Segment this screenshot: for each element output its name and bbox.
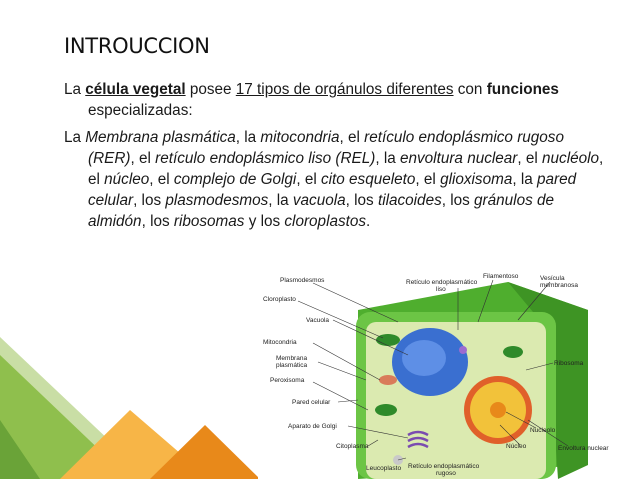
term-celula-vegetal: célula vegetal xyxy=(85,81,186,98)
label-peroxisoma: Peroxisoma xyxy=(270,377,305,384)
term-rer: retículo endoplásmico rugoso (RER) xyxy=(88,129,564,167)
mitochondrion xyxy=(379,375,397,385)
text-span: , la xyxy=(235,129,261,146)
label-plasmodesmos: Plasmodesmos xyxy=(280,277,325,284)
cell-wall-side xyxy=(508,282,588,479)
label-rel-2: liso xyxy=(436,286,446,293)
text-span: , el xyxy=(130,150,156,167)
term-vacuola: vacuola xyxy=(292,192,346,209)
term-17-tipos: 17 tipos de orgánulos diferentes xyxy=(235,81,454,98)
text-span: , los xyxy=(141,213,174,230)
text-span: con xyxy=(453,81,487,98)
label-vacuola: Vacuola xyxy=(306,317,329,324)
term-cito-esqueleto: cito esqueleto xyxy=(321,171,416,188)
term-rel: retículo endoplásmico liso (REL) xyxy=(155,150,376,167)
term-ribosomas: ribosomas xyxy=(173,213,245,230)
vacuole-highlight xyxy=(402,340,446,376)
text-span: posee xyxy=(185,81,236,98)
term-funciones: funciones xyxy=(486,81,559,98)
chloroplast-3 xyxy=(503,346,523,358)
deco-triangle-dark-green xyxy=(0,420,40,479)
text-span: , la xyxy=(512,171,537,188)
term-nucleo: núcleo xyxy=(104,171,150,188)
vesicle xyxy=(459,346,467,354)
leader-lines xyxy=(297,279,569,461)
text-span: , la xyxy=(268,192,293,209)
text-span: , el xyxy=(517,150,543,167)
text-span: , los xyxy=(441,192,475,209)
label-citoplasma: Citoplasma xyxy=(336,443,369,450)
text-span: , el xyxy=(339,129,365,146)
label-envoltura: Envoltura nuclear xyxy=(558,445,609,452)
label-membrana: Membrana xyxy=(276,355,307,362)
term-glioxisoma: glioxisoma xyxy=(440,171,513,188)
chloroplast-2 xyxy=(375,404,397,416)
term-envoltura: envoltura nuclear xyxy=(400,150,518,167)
term-golgi: complejo de Golgi xyxy=(173,171,297,188)
nucleolus xyxy=(490,402,506,418)
intro-paragraph: La célula vegetal posee 17 tipos de orgá… xyxy=(64,79,608,121)
text-span: , el xyxy=(296,171,321,188)
text-span: especializadas: xyxy=(88,102,193,119)
label-vesicula: Vesícula xyxy=(540,275,565,282)
chloroplast-1 xyxy=(376,334,400,346)
term-mitocondria: mitocondria xyxy=(260,129,340,146)
plant-cell-diagram: Filamentoso Retículo endoplasmático liso… xyxy=(258,270,630,479)
term-plasmodesmos: plasmodesmos xyxy=(165,192,269,209)
text-span: , el xyxy=(149,171,174,188)
label-filamentoso: Filamentoso xyxy=(483,273,519,280)
term-granulos: gránulos de almidón xyxy=(88,192,554,230)
text-span: , los xyxy=(133,192,166,209)
label-rer: Retículo endoplasmático xyxy=(408,463,480,470)
text-span: La xyxy=(64,129,86,146)
text-span: y los xyxy=(244,213,285,230)
label-cloroplasto: Cloroplasto xyxy=(263,296,296,303)
organelles-paragraph: La Membrana plasmática, la mitocondria, … xyxy=(64,127,608,232)
term-tilacoides: tilacoides xyxy=(377,192,442,209)
term-membrana: Membrana plasmática xyxy=(85,129,236,146)
label-membrana-2: plasmática xyxy=(276,362,307,369)
label-pared: Pared celular xyxy=(292,399,331,406)
label-leucoplasto: Leucoplasto xyxy=(366,465,401,472)
term-pared: pared celular xyxy=(88,171,577,209)
label-rer-2: rugoso xyxy=(436,470,456,477)
label-golgi: Aparato de Golgi xyxy=(288,423,337,430)
page-title: INTROUCCION xyxy=(64,34,210,58)
text-span: , los xyxy=(345,192,378,209)
text-span: . xyxy=(366,213,371,230)
label-mitocondria: Mitocondria xyxy=(263,339,297,346)
text-span: , el xyxy=(88,150,604,188)
label-ribosoma: Ribosoma xyxy=(554,360,584,367)
text-span: La xyxy=(64,81,86,98)
label-vesicula-2: membranosa xyxy=(540,282,578,289)
label-nucleo: Núcleo xyxy=(506,443,527,450)
golgi-apparatus xyxy=(407,430,429,449)
label-nucleolo: Nucleolo xyxy=(530,427,556,434)
deco-triangle-orange-dark xyxy=(150,425,260,479)
corner-decoration xyxy=(0,337,260,479)
term-cloroplastos: cloroplastos xyxy=(284,213,367,230)
term-nucleolo: nucléolo xyxy=(542,150,600,167)
text-span: , el xyxy=(415,171,441,188)
text-span: , la xyxy=(375,150,401,167)
label-rel: Retículo endoplasmático xyxy=(406,279,478,286)
